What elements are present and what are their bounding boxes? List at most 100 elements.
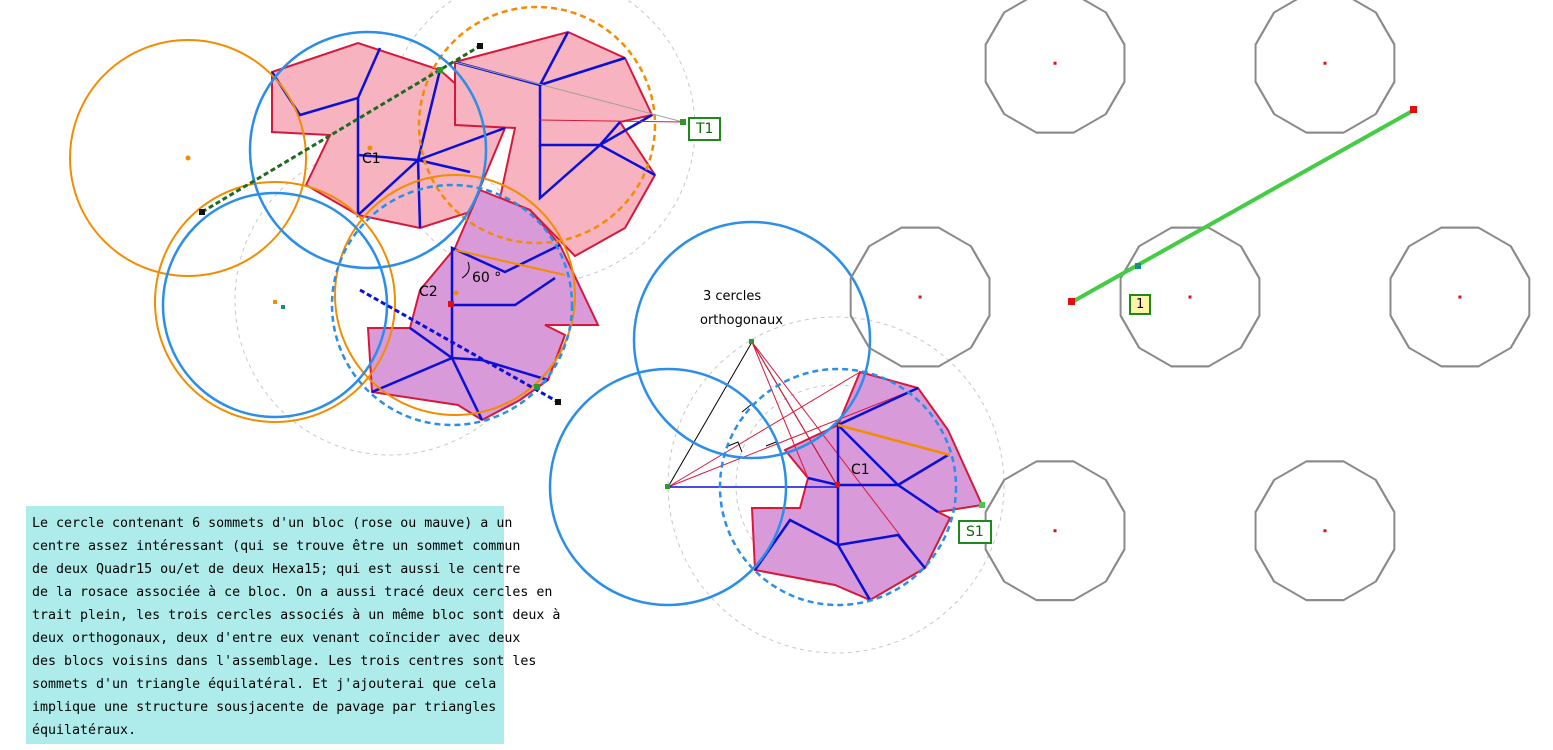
tiling-edge: [984, 479, 1006, 513]
blue-circle-dashed: [718, 367, 958, 607]
orange-segment: [837, 423, 951, 457]
gray-segment: [454, 61, 684, 123]
label-three-circles-2: orthogonaux: [700, 313, 783, 328]
tiling-center-dot: [1323, 61, 1327, 65]
note-line: sommets d'un triangle équilatéral. Et j'…: [32, 677, 497, 692]
point-marker: [437, 67, 443, 73]
blue-edge: [538, 31, 570, 86]
orange-segment: [454, 249, 566, 276]
point-marker: [1135, 263, 1141, 269]
blue-edge: [450, 305, 549, 382]
tiling-edge: [1119, 315, 1141, 349]
orange-circle-dashed: [417, 5, 657, 245]
tiling-edge: [984, 11, 1006, 46]
tiling-edge: [1374, 11, 1396, 46]
blue-edge: [356, 69, 442, 162]
middle-cluster: [548, 220, 1005, 654]
blue-edge: [450, 357, 484, 421]
point-marker: [448, 301, 454, 307]
note-line: des blocs voisins dans l'assemblage. Les…: [32, 654, 537, 669]
tiling-center-dot: [1053, 61, 1057, 65]
blue-edge: [538, 121, 621, 201]
tiling-center-dot: [1323, 529, 1327, 533]
blue-edge: [450, 243, 561, 305]
orange-circle: [334, 174, 576, 416]
left-cluster: [69, 0, 696, 456]
label-tiling-marker: 1: [1129, 294, 1152, 315]
tiling-edge: [849, 315, 871, 349]
note-line: implique une structure sousjacente de pa…: [32, 700, 497, 715]
red-construction-line: [667, 387, 919, 488]
tiling-edge: [1389, 245, 1410, 279]
label-c1-mid: C1: [851, 462, 870, 478]
label-s1: S1: [958, 520, 992, 544]
tiling-edge: [1239, 315, 1261, 349]
label-angle: 60 °: [472, 270, 502, 286]
red-construction-line: [751, 341, 839, 488]
blue-edge: [599, 143, 656, 177]
tiling-center-dot: [1188, 295, 1192, 299]
orange-circle: [69, 39, 307, 277]
tiling-edge: [1254, 548, 1276, 583]
tiling-edge: [1104, 81, 1126, 115]
blue-edge: [356, 155, 471, 218]
green-dashed-diagonal: [201, 44, 481, 214]
center-dot: [281, 305, 285, 309]
note-line: centre assez intéressant (qui se trouve …: [32, 539, 521, 554]
tiling-edge: [1374, 479, 1396, 513]
blue-dashed-diagonal: [359, 288, 559, 404]
tiling-center-dot: [1458, 295, 1462, 299]
point-marker: [1068, 298, 1075, 305]
red-construction-line: [751, 341, 809, 479]
tiling-edge: [984, 81, 1006, 115]
blue-edge: [837, 533, 926, 569]
red-segment: [539, 119, 684, 123]
note-line: de deux Quadr15 ou/et de deux Hexa15; qu…: [32, 562, 521, 577]
tiling-edge: [849, 245, 871, 279]
angle-arc: [461, 261, 470, 279]
tiling-edge: [1374, 548, 1396, 583]
blue-edge: [409, 326, 453, 360]
center-dot: [185, 155, 191, 161]
tiling: [849, 0, 1531, 602]
point-marker: [1410, 106, 1417, 113]
blue-edge: [539, 56, 626, 87]
point-marker: [680, 119, 686, 125]
note-line: de la rosace associée à ce bloc. On a au…: [32, 585, 553, 600]
tiling-edge: [1104, 479, 1126, 513]
blue-circle: [248, 30, 488, 270]
tiling-edge: [970, 315, 991, 349]
blue-edge: [837, 386, 919, 427]
blue-edge: [836, 421, 949, 487]
center-dot: [367, 145, 373, 151]
blue-circle: [548, 367, 788, 607]
label-three-circles-1: 3 cercles: [703, 289, 762, 304]
point-marker: [749, 339, 754, 344]
center-dot: [273, 300, 277, 304]
point-marker: [665, 484, 670, 489]
tiling-dodecagon: [984, 0, 1126, 134]
note-line: deux orthogonaux, deux d'entre eux venan…: [32, 631, 521, 646]
point-marker: [534, 384, 540, 390]
point-marker: [199, 209, 205, 215]
note-line: équilatéraux.: [32, 723, 137, 738]
tiling-edge: [1389, 315, 1410, 349]
tiling-edge: [970, 245, 991, 279]
blue-circle-dashed: [330, 183, 574, 427]
blue-edge: [371, 356, 453, 394]
tiling-edge: [1104, 11, 1126, 46]
right-angle-mark: [727, 441, 743, 453]
tiling-edge: [1509, 245, 1531, 279]
explanation-note: Le cercle contenant 6 sommets d'un bloc …: [26, 506, 560, 744]
point-marker: [555, 399, 561, 405]
tiling-center-dot: [918, 295, 922, 299]
blue-edge: [807, 476, 839, 487]
green-diagonal-line: [1071, 108, 1415, 304]
label-c1-left: C1: [362, 151, 381, 167]
red-construction-line: [667, 371, 861, 488]
gray-dashed-circle: [667, 316, 1005, 654]
blue-edge: [838, 483, 939, 514]
tiling-edge: [1254, 479, 1276, 513]
note-line: Le cercle contenant 6 sommets d'un bloc …: [32, 516, 513, 531]
